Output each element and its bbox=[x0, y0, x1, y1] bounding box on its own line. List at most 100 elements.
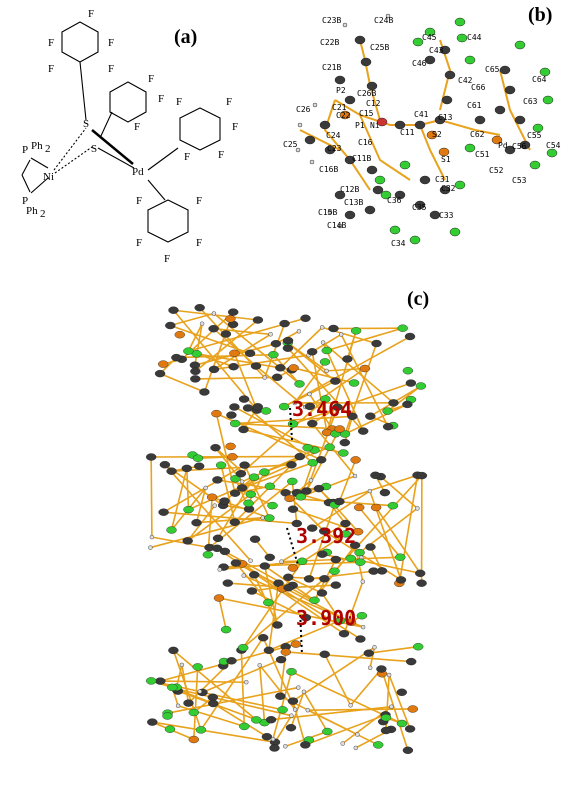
ortep-atom bbox=[414, 120, 426, 130]
packing-atom bbox=[279, 559, 284, 564]
packing-atom bbox=[211, 409, 222, 418]
ortep-atom bbox=[334, 190, 346, 200]
packing-atom bbox=[147, 718, 158, 726]
atom-label-c62: C62 bbox=[470, 130, 485, 139]
packing-atom bbox=[402, 746, 414, 754]
packing-atom bbox=[199, 388, 210, 396]
packing-atom bbox=[258, 634, 269, 642]
packing-atom bbox=[300, 314, 311, 322]
packing-atom bbox=[202, 551, 214, 559]
subscript-2: 2 bbox=[45, 143, 51, 155]
packing-atom bbox=[294, 452, 305, 461]
packing-atom bbox=[261, 733, 273, 741]
ortep-atom bbox=[394, 190, 406, 200]
packing-atom bbox=[219, 497, 230, 505]
packing-bond bbox=[272, 671, 293, 740]
packing-atom bbox=[292, 707, 298, 712]
atom-s-mid: S bbox=[91, 143, 97, 155]
packing-atom bbox=[238, 425, 249, 434]
atom-label-c12b: C12B bbox=[340, 185, 359, 194]
packing-bond bbox=[200, 637, 264, 731]
packing-atom bbox=[278, 402, 290, 411]
packing-bond bbox=[272, 354, 301, 385]
packing-atom bbox=[145, 453, 157, 461]
packing-atom bbox=[334, 497, 345, 506]
packing-atom bbox=[395, 576, 407, 584]
atom-label-c35: C35 bbox=[412, 203, 427, 212]
packing-atom bbox=[210, 444, 221, 452]
packing-atom bbox=[194, 304, 205, 312]
structure-bonds bbox=[21, 21, 221, 243]
packing-atom bbox=[220, 330, 232, 338]
ortep-atom bbox=[324, 145, 336, 155]
atom-label-c25: C25 bbox=[283, 140, 298, 149]
packing-atom bbox=[179, 662, 185, 668]
ortep-atom bbox=[342, 22, 348, 28]
packing-atom bbox=[227, 453, 238, 461]
atom-pd: Pd bbox=[132, 166, 144, 178]
packing-atom bbox=[329, 567, 340, 575]
atom-label-c21b: C21B bbox=[322, 63, 341, 72]
packing-atom bbox=[296, 329, 302, 334]
packing-atom bbox=[193, 462, 205, 470]
packing-atom bbox=[371, 339, 382, 348]
packing-bond bbox=[235, 422, 340, 430]
packing-atom bbox=[279, 319, 290, 328]
atom-label-c33: C33 bbox=[439, 211, 454, 220]
packing-bond bbox=[235, 415, 353, 425]
atom-label-c13: C13 bbox=[438, 113, 453, 122]
atom-label-c21: C21 bbox=[332, 103, 347, 112]
packing-atom bbox=[316, 589, 328, 597]
packing-atom bbox=[183, 505, 194, 514]
packing-bond bbox=[169, 324, 251, 355]
packing-atom bbox=[167, 683, 178, 692]
packing-atom bbox=[413, 643, 424, 651]
atom-label-c11: C11 bbox=[400, 128, 415, 137]
packing-atom bbox=[190, 367, 201, 375]
atom-label-c26b: C26B bbox=[357, 89, 376, 98]
packing-atom bbox=[360, 624, 366, 630]
packing-atom bbox=[244, 349, 256, 357]
packing-bond bbox=[213, 333, 272, 371]
packing-atom bbox=[286, 461, 297, 469]
packing-atom bbox=[290, 640, 302, 648]
packing-bond bbox=[235, 562, 269, 603]
distance-label: 3.464 bbox=[292, 397, 352, 421]
packing-bond bbox=[243, 464, 271, 519]
packing-atom bbox=[155, 677, 166, 685]
packing-bond bbox=[176, 353, 274, 359]
packing-atom bbox=[168, 306, 179, 314]
packing-atom bbox=[275, 364, 286, 372]
packing-atom bbox=[380, 714, 392, 722]
atom-label-c22: C22 bbox=[336, 111, 351, 120]
ortep-atom bbox=[464, 143, 476, 153]
fluorine-label: F bbox=[196, 195, 202, 207]
packing-atom bbox=[236, 484, 248, 492]
packing-atom bbox=[242, 404, 254, 412]
packing-atom bbox=[301, 689, 307, 694]
packing-bond bbox=[292, 646, 375, 702]
packing-atom bbox=[365, 412, 376, 420]
fluorine-label: F bbox=[88, 8, 94, 20]
packing-bond bbox=[322, 341, 395, 404]
packing-atom bbox=[237, 644, 249, 652]
packing-bond bbox=[170, 312, 215, 327]
packing-atom bbox=[259, 562, 270, 570]
fluorine-label: F bbox=[136, 195, 142, 207]
packing-atoms bbox=[145, 304, 428, 754]
packing-atom bbox=[171, 353, 182, 362]
atom-label-p2: P2 bbox=[336, 86, 346, 95]
packing-atom bbox=[164, 725, 176, 733]
ortep-atom bbox=[474, 115, 486, 125]
packing-bond bbox=[338, 459, 357, 502]
packing-bond bbox=[294, 361, 326, 404]
packing-bond bbox=[287, 342, 336, 382]
packing-atom bbox=[303, 575, 315, 583]
packing-bond bbox=[293, 367, 355, 384]
ortep-atom bbox=[360, 57, 372, 67]
packing-atom bbox=[268, 351, 279, 359]
ortep-atom bbox=[309, 159, 315, 165]
packing-bond bbox=[213, 327, 271, 336]
packing-atom bbox=[319, 575, 330, 583]
packing-bond bbox=[344, 416, 354, 443]
